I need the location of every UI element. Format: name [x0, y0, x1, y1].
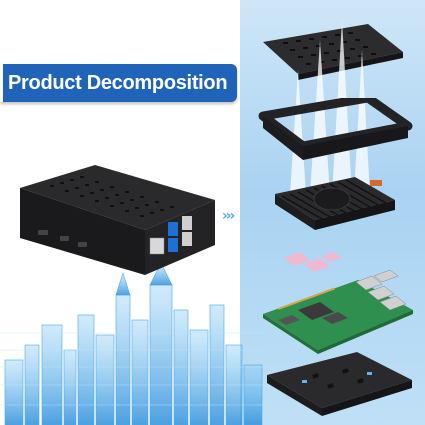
city-skyline-illustration [0, 262, 265, 425]
arrow-right-icon: ››› [222, 208, 235, 224]
assembled-case-image [20, 165, 215, 275]
circuit-board-part [263, 269, 413, 354]
bottom-base-part [267, 352, 412, 416]
top-lid-part [263, 24, 403, 80]
title-banner: Product Decomposition [0, 64, 237, 102]
banner-accent-bar [0, 64, 3, 102]
middle-frame-part [258, 98, 413, 160]
thermal-pads-part [284, 252, 342, 272]
heatsink-fan-part [275, 177, 395, 230]
banner-title: Product Decomposition [8, 72, 228, 94]
